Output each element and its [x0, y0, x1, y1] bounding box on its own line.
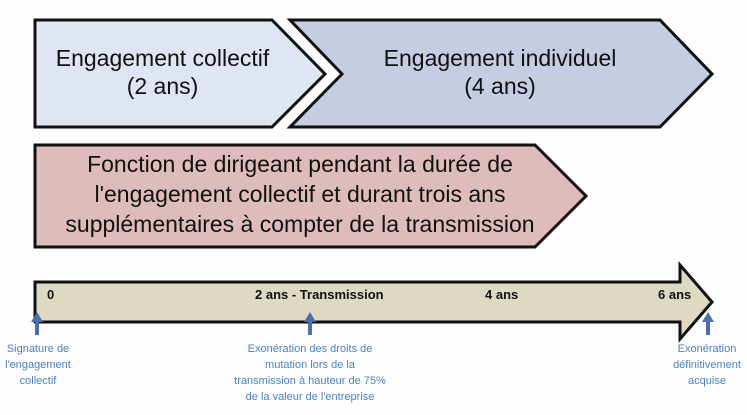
up-arrow-icon	[31, 312, 43, 335]
up-arrow-icon	[702, 312, 714, 335]
tick-6-ans: 6 ans	[658, 287, 692, 302]
note-line: Exonération	[677, 343, 737, 355]
note-signature: Signature de l'engagement collectif	[0, 342, 76, 390]
note-line: collectif	[19, 374, 57, 387]
chevron-engagement-collectif	[33, 18, 328, 129]
stage-collectif-label: Engagement collectif (2 ans)	[40, 45, 285, 100]
note-line: Exonération des droits de	[247, 343, 373, 355]
note-line: de la valeur de l'entreprise	[245, 390, 375, 403]
director-condition-text: Fonction de dirigeant pendant la durée d…	[40, 150, 560, 240]
stage-duration: (4 ans)	[464, 72, 536, 99]
tick-2-ans: 2 ans - Transmission	[255, 287, 384, 302]
condition-line: l'engagement collectif et durant trois a…	[94, 180, 506, 207]
tick-4-ans: 4 ans	[485, 287, 519, 302]
note-line: acquise	[688, 374, 726, 387]
note-exoneration-75: Exonération des droits de mutation lors …	[225, 342, 395, 406]
chevron-fonction-dirigeant	[33, 143, 589, 249]
note-line: transmission à hauteur de 75%	[234, 374, 386, 387]
stage-title: Engagement individuel	[383, 45, 617, 71]
note-line: Signature de	[6, 343, 70, 355]
timeline-arrow	[33, 260, 714, 344]
chevron-engagement-individuel	[286, 18, 715, 129]
stage-duration: (2 ans)	[126, 72, 199, 99]
condition-line: Fonction de dirigeant pendant la durée d…	[87, 151, 513, 177]
note-line: définitivement	[673, 358, 741, 371]
tick-0: 0	[47, 287, 55, 302]
note-exoneration-acquise: Exonération définitivement acquise	[662, 342, 747, 390]
condition-line: supplémentaires à compter de la transmis…	[65, 210, 535, 237]
stage-individuel-label: Engagement individuel (4 ans)	[340, 45, 660, 100]
up-arrow-icon	[304, 312, 316, 335]
note-line: l'engagement	[5, 358, 71, 371]
stage-title: Engagement collectif	[55, 45, 270, 71]
note-line: mutation lors de la	[265, 358, 355, 371]
up-arrow-icons	[31, 312, 714, 335]
